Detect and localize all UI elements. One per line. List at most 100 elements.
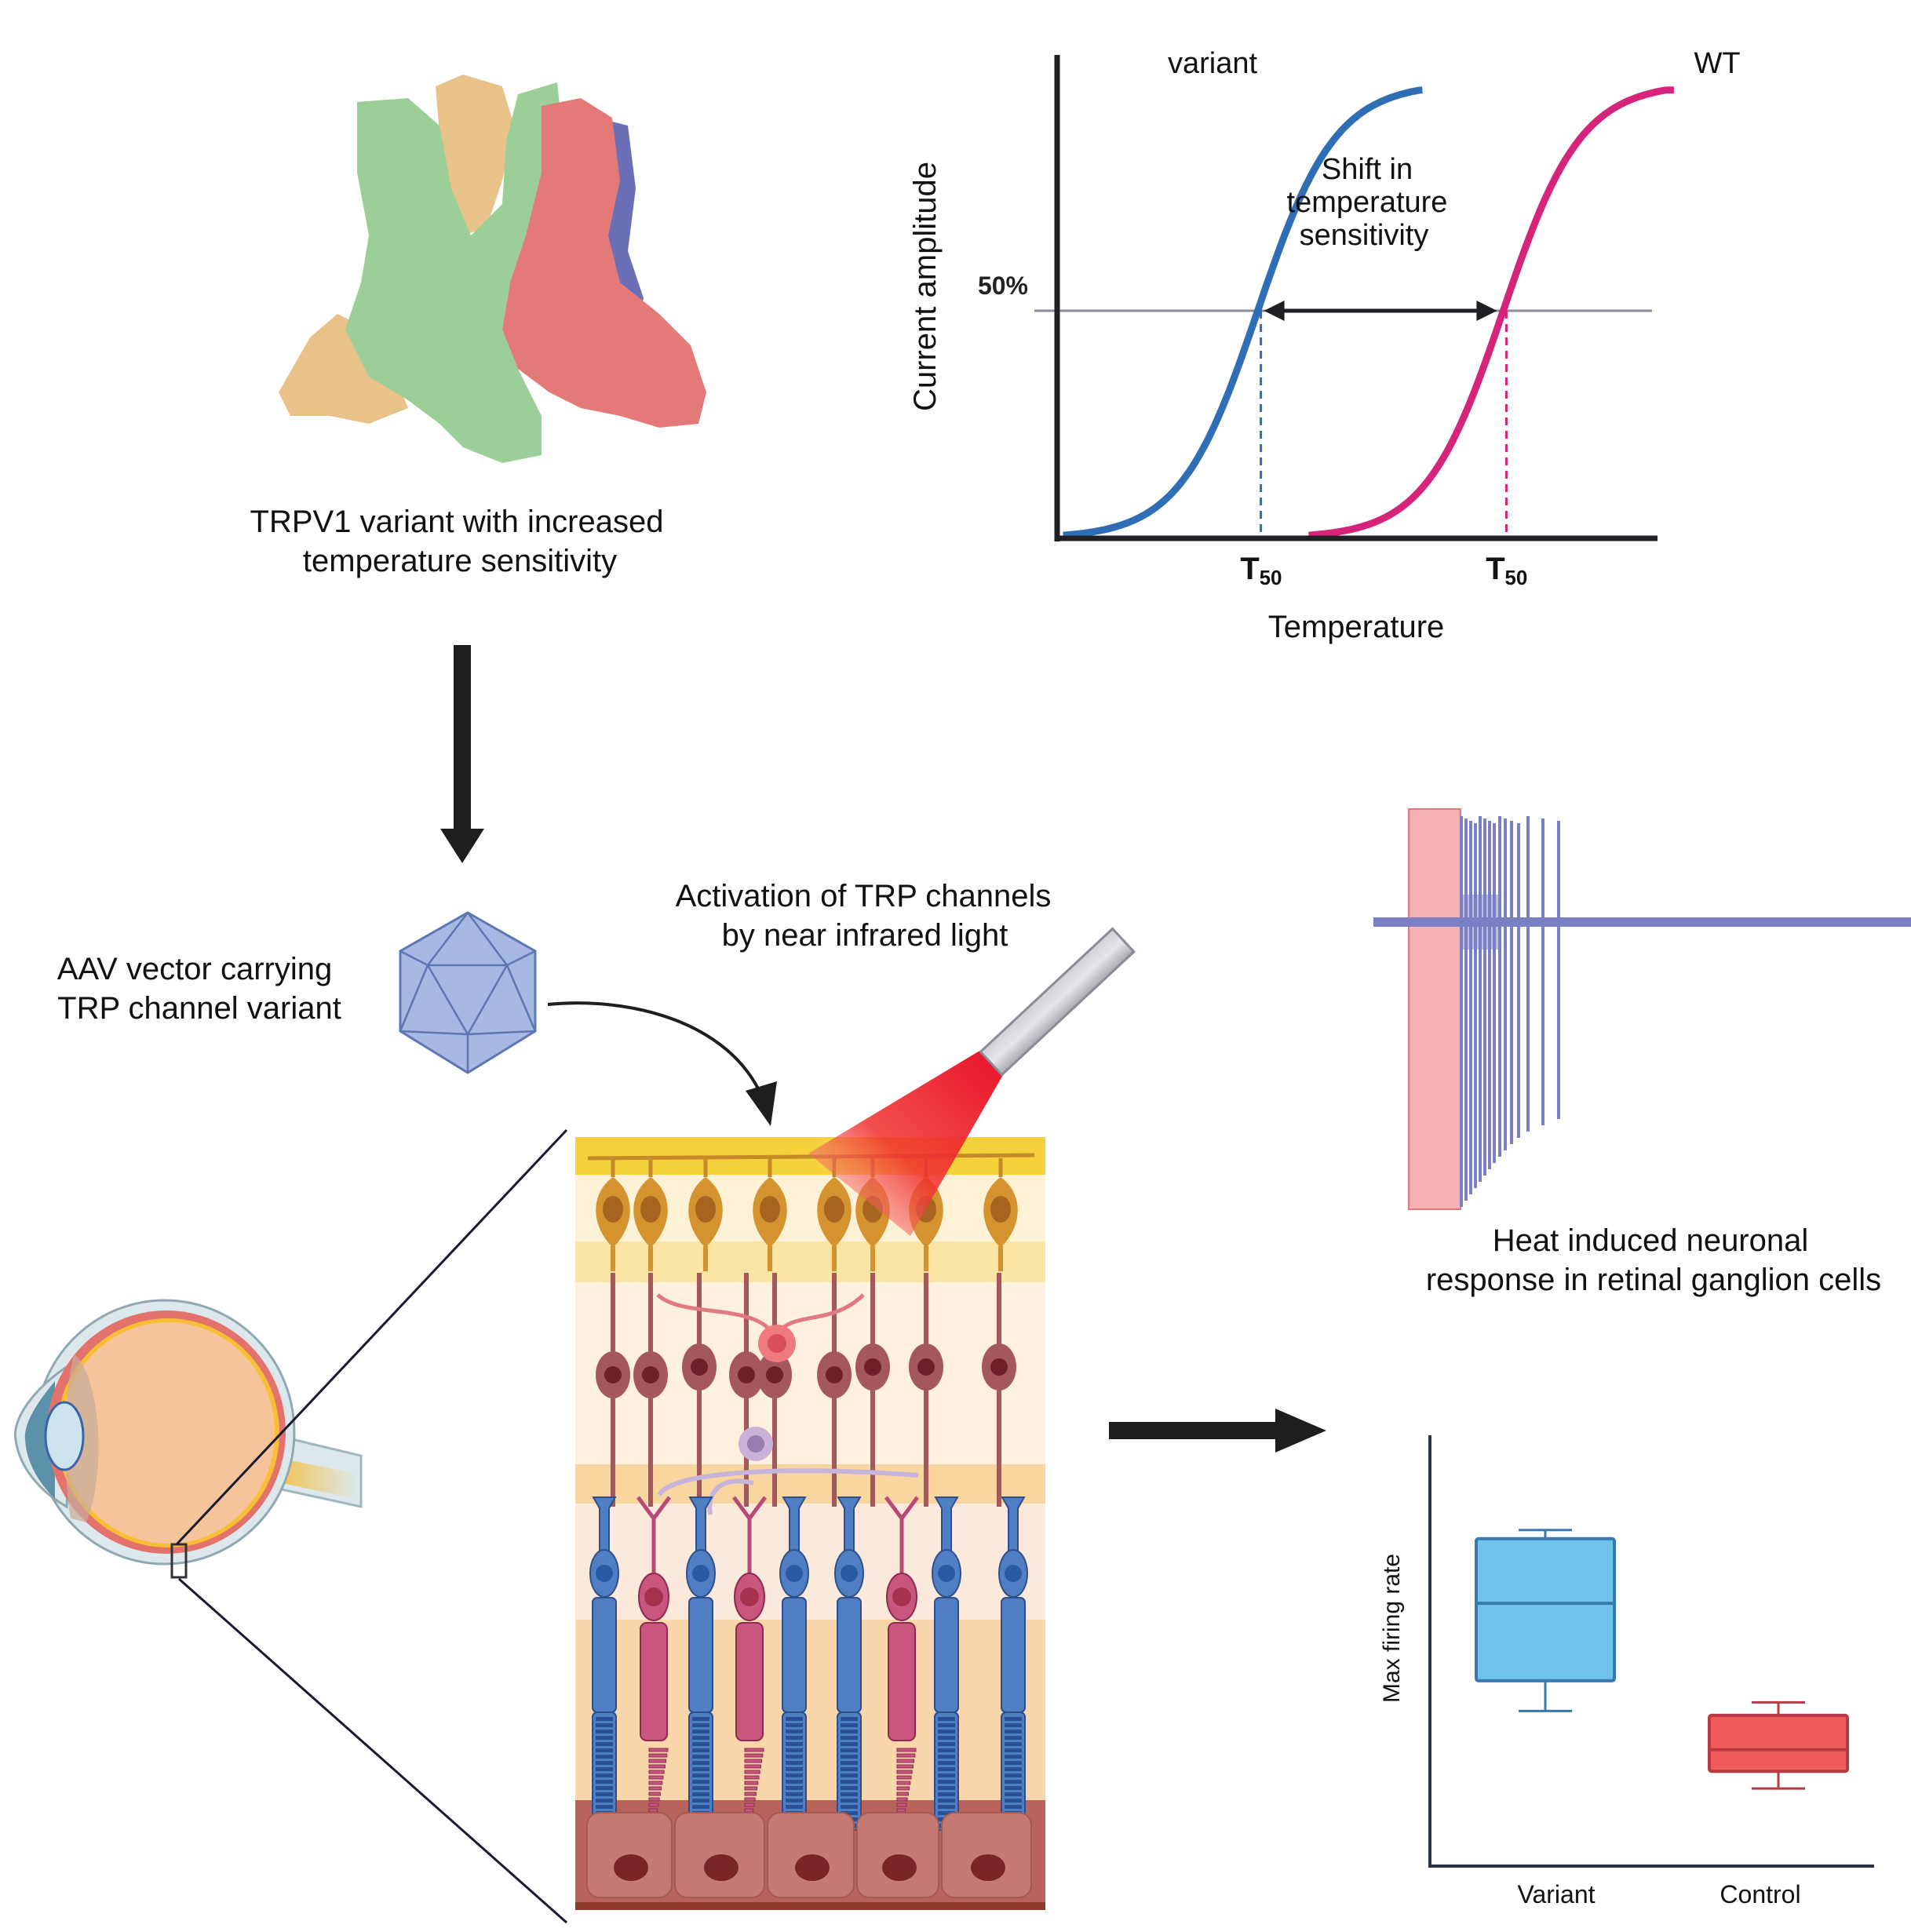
cone-disc [648,1770,665,1774]
bipolar-nucleus [604,1366,622,1383]
aav-label-line2: TRP channel variant [57,991,341,1026]
rod-disc [1005,1736,1022,1740]
rod-disc [938,1717,955,1721]
rod-disc [841,1730,858,1733]
rod-disc [841,1780,858,1784]
rod-disc [692,1748,709,1752]
protein-caption-line2: temperature sensitivity [303,544,617,578]
rod-disc [938,1761,955,1765]
rod-disc [786,1736,803,1740]
rod-inner-segment [1001,1597,1026,1713]
rpe-nucleus [704,1854,739,1881]
annotation-shift-line1: Shift in [1322,153,1413,186]
capsid-facets [399,912,537,1073]
recording-caption-line1: Heat induced neuronal [1493,1223,1809,1258]
cone-disc [744,1759,763,1763]
bipolar-nucleus [691,1358,708,1376]
optical-fiber-probe [979,927,1136,1077]
cone-disc [648,1775,664,1780]
rod-disc [1005,1799,1022,1803]
cone-disc [744,1753,764,1758]
cone-disc [744,1808,754,1813]
rod-disc [1005,1717,1022,1721]
t50-label-wt-T: T [1486,552,1504,586]
horizontal-nucleus [747,1435,764,1453]
rod-disc [841,1792,858,1796]
cone-disc [744,1748,764,1752]
rod-nucleus [841,1565,858,1582]
rod-inner-segment [592,1597,617,1713]
series-line-wt [1308,86,1674,539]
cone-disc [648,1792,661,1796]
curved-arrowhead [746,1081,777,1126]
rod-disc [596,1748,613,1752]
y-axis-title: Current amplitude [908,162,943,411]
rod-disc [692,1799,709,1803]
box-y-axis-title: Max firing rate [1379,1554,1405,1703]
t50-label-variant: T 50 [1240,552,1282,589]
rod-disc [938,1792,955,1796]
rod-disc [1005,1786,1022,1790]
rod-disc [841,1761,858,1765]
rod-inner-segment [934,1597,959,1713]
cone-nucleus [892,1588,911,1606]
heat-stimulus-window [1408,808,1461,1210]
rod-disc [692,1755,709,1759]
rod-disc [1005,1748,1022,1752]
annotation-shift-line3: sensitivity [1300,219,1429,252]
rod-disc [596,1717,613,1721]
cone-disc [896,1803,907,1807]
rod-disc [1005,1767,1022,1771]
rod-disc [596,1730,613,1733]
cone-disc [896,1808,906,1813]
ganglion-nucleus [603,1196,623,1223]
cone-disc [896,1781,911,1785]
cone-disc [896,1753,916,1758]
cone-disc [896,1770,913,1774]
rod-nucleus [938,1565,955,1582]
rod-disc [786,1780,803,1784]
rod-outer-segment [592,1711,617,1831]
box-category-label-variant: Variant [1517,1880,1595,1908]
rod-disc [786,1799,803,1803]
box-iqr [1708,1713,1849,1773]
rod-disc [938,1742,955,1746]
spike-recording [1373,808,1911,1210]
cone-disc [744,1764,761,1769]
t50-label-variant-sub: 50 [1260,566,1282,589]
ganglion-nucleus [695,1196,716,1223]
legend-label-wt: WT [1694,47,1740,80]
rod-disc [786,1761,803,1765]
rod-disc [692,1761,709,1765]
cone-disc [648,1759,667,1763]
rod-nucleus [1005,1565,1022,1582]
rod-disc [841,1755,858,1759]
recording-caption-line2: response in retinal ganglion cells [1426,1263,1881,1297]
rod-disc [596,1767,613,1771]
protein-subunit-tan-top [436,75,514,235]
rod-disc [786,1748,803,1752]
rod-disc [786,1730,803,1733]
rod-disc [938,1773,955,1777]
cone-nucleus [644,1588,663,1606]
cone-disc [896,1786,910,1791]
rod-disc [1005,1742,1022,1746]
cone-disc [648,1808,658,1813]
rod-disc [938,1755,955,1759]
rod-disc [938,1730,955,1733]
box-series [1475,1529,1849,1790]
rod-disc [938,1780,955,1784]
rod-disc [841,1767,858,1771]
horizontal-processes [657,1468,919,1515]
cone-inner-segment [640,1622,668,1741]
cone-inner-segment [888,1622,916,1741]
shift-arrowhead-right [1476,301,1497,321]
rod-disc [786,1773,803,1777]
box-iqr [1475,1536,1616,1682]
rod-disc [692,1717,709,1721]
rod-disc [596,1773,613,1777]
cone-disc [896,1775,912,1780]
rod-nucleus [786,1565,803,1582]
rod-disc [1005,1792,1022,1796]
